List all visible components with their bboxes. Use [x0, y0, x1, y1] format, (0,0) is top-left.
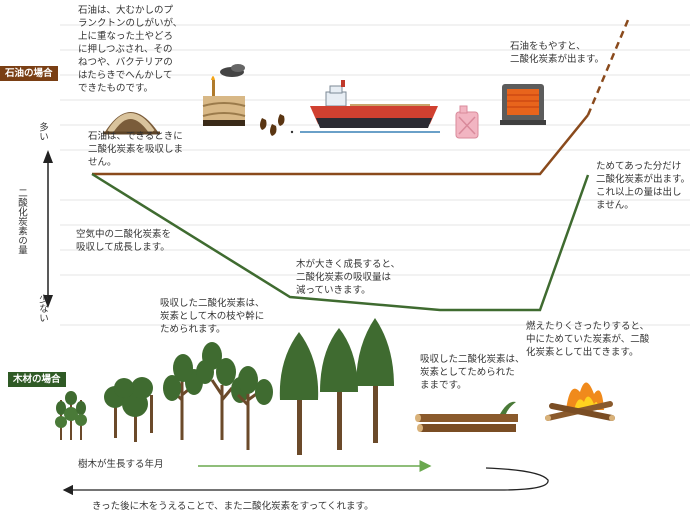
oil-absorb-note: 石油は、できるときに 二酸化炭素を吸収しま せん。: [88, 131, 184, 168]
oil-co2-line: [92, 19, 630, 176]
fuel-can-icon: [455, 105, 479, 139]
replant-arrow: [62, 467, 549, 496]
wood-rot-note: 燃えたりくさったりすると、 中にためていた炭素が、二酸 化炭素として出てきます。: [526, 321, 650, 358]
tree-icon: [163, 342, 273, 450]
axis-low-label: 少ない: [37, 294, 48, 323]
tree-growth-less-note: 木が大きく成長すると、 二酸化炭素の吸収量は 減っていきます。: [296, 259, 401, 296]
tree-icon: [104, 377, 153, 442]
tanker-ship-icon: [300, 80, 440, 133]
oil-drops-icon: [260, 114, 294, 136]
oil-well-icon: [202, 64, 246, 126]
oil-burn-note: 石油をもやすと、 二酸化炭素が出ます。: [510, 41, 605, 65]
replant-note: きった後に木をうえることで、また二酸化炭素をすってくれます。: [92, 501, 374, 512]
log-icon: [415, 401, 518, 432]
oil-case-label: 石油の場合: [0, 66, 58, 81]
wood-case-label: 木材の場合: [8, 372, 66, 387]
tree-absorb-note: 空気中の二酸化炭素を 吸収して成長します。: [76, 229, 172, 253]
sapling-icon: [55, 391, 87, 440]
axis-high-label: 多い: [37, 122, 48, 141]
wood-co2-line: [91, 172, 590, 312]
campfire-icon: [545, 382, 615, 421]
rock-strata-icon: [103, 112, 160, 135]
wood-kept-note: 吸収した二酸化炭素は、 炭素としてためられた ままです。: [420, 354, 525, 391]
growth-years-label: 樹木が生長する年月: [78, 459, 164, 470]
oil-origin-note: 石油は、大むかしのプ ランクトンのしがいが、 上に重なった土やどろ に押しつぶさ…: [78, 5, 183, 94]
release-all-note: ためてあった分だけ 二酸化炭素が出ます。 これ以上の量は出し ません。: [596, 161, 691, 211]
tree-store-note: 吸収した二酸化炭素は、 炭素として木の枝や幹に ためられます。: [160, 298, 265, 335]
co2-axis: [43, 150, 53, 308]
oil-heater-icon: [500, 84, 546, 125]
axis-title: 二酸化炭素の量: [16, 188, 27, 255]
tree-icon: [279, 318, 394, 455]
